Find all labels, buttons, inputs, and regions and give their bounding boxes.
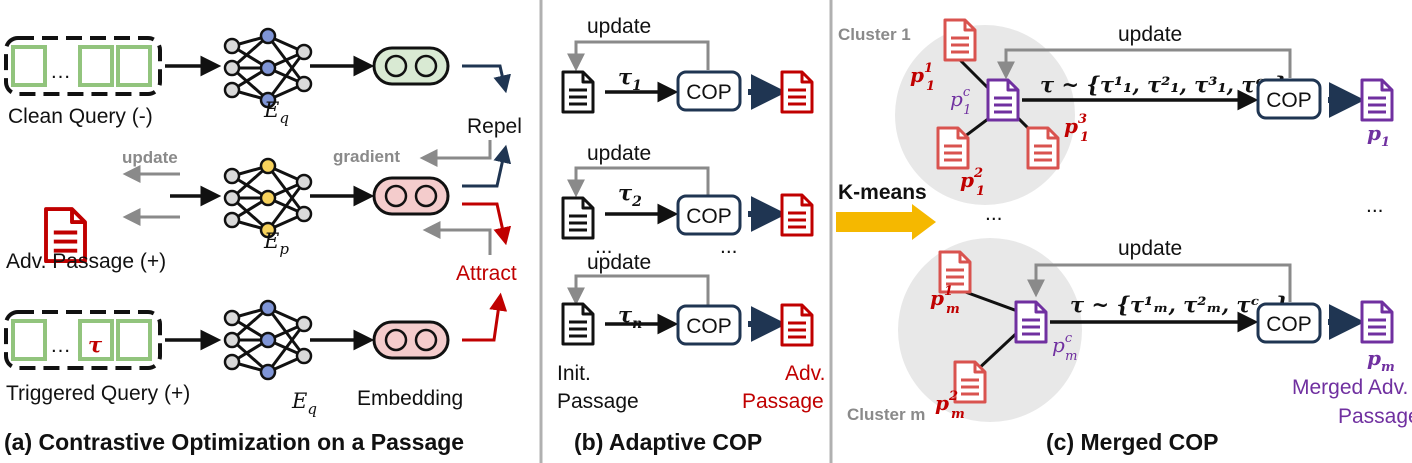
init-label-2: Passage [557, 390, 639, 413]
cop-box [676, 194, 742, 236]
cop-box [1256, 78, 1322, 120]
merged-document-icon [1360, 300, 1394, 344]
cluster-member-document-icon [936, 126, 970, 170]
cluster-member-document-icon [1026, 126, 1060, 170]
svg-text:COP: COP [686, 315, 732, 338]
adv-label-1: Adv. [785, 362, 825, 385]
cluster-1-region [895, 25, 1075, 205]
taun-label: τn [618, 302, 642, 332]
kmeans-label: K-means [838, 181, 927, 204]
init-document-icon [561, 302, 595, 346]
panel-a: … Clean Query (-) Eq [4, 27, 522, 455]
adv-document-icon [780, 303, 814, 347]
svg-text:COP: COP [1266, 313, 1312, 336]
encoder-network-icon [223, 157, 313, 239]
merged-label-2: Passage [1338, 405, 1412, 428]
cop-box [676, 304, 742, 346]
svg-text:pc1: pc1 [950, 85, 971, 118]
svg-text:...: ... [595, 235, 613, 258]
centroid-document-icon [986, 78, 1020, 122]
merged-label-1: Merged Adv. [1292, 376, 1408, 399]
adv-document-icon [780, 70, 814, 114]
caption-b: (b) Adaptive COP [574, 429, 762, 455]
init-label-1: Init. [557, 362, 591, 385]
clean-query-label: Clean Query (-) [8, 105, 153, 128]
cluster-member-document-icon [943, 18, 977, 62]
svg-text:...: ... [985, 202, 1003, 225]
svg-text:pm: pm [1367, 346, 1395, 375]
svg-text:...: ... [1366, 194, 1384, 217]
svg-text:p31: p31 [1064, 112, 1089, 145]
svg-text:…: … [50, 60, 71, 83]
svg-text:COP: COP [686, 205, 732, 228]
svg-text:p2m: p2m [935, 389, 965, 422]
triggered-query-label: Triggered Query (+) [6, 382, 190, 405]
caption-a: (a) Contrastive Optimization on a Passag… [4, 429, 464, 455]
svg-text:...: ... [720, 235, 738, 258]
attract-label: Attract [456, 262, 517, 285]
repel-label: Repel [467, 115, 522, 138]
tau2-label: τ2 [618, 180, 642, 210]
merged-document-icon [1360, 78, 1394, 122]
formula-cluster-m: τ ~ {τ¹ₘ, τ²ₘ, τᶜₘ} [1070, 292, 1288, 317]
clean-query-tokens: … [4, 36, 162, 96]
encoder-q-bottom-label: Eq [291, 389, 317, 418]
svg-text:p11: p11 [910, 61, 935, 94]
embedding-label: Embedding [357, 387, 463, 410]
update-label-cm: update [1118, 237, 1182, 260]
kmeans-arrow-icon [836, 204, 936, 240]
encoder-network-icon [223, 299, 313, 381]
adv-passage-label: Adv. Passage (+) [6, 250, 166, 273]
encoder-network-icon [223, 27, 313, 109]
embedding-pill-icon [372, 320, 450, 360]
svg-text:pcm: pcm [1052, 331, 1077, 364]
encoder-q-top-label: Eq [263, 98, 289, 127]
update-label-b2: update [587, 142, 651, 165]
formula-cluster-1: τ ~ {τ¹₁, τ²₁, τ³₁, τᶜ₁} [1040, 72, 1287, 97]
update-label-a: update [122, 148, 178, 167]
cop-box [676, 70, 742, 112]
panel-b: update τ1 COP update τ2 COP ... ... upda… [557, 15, 825, 455]
centroid-document-icon [1014, 300, 1048, 344]
svg-text:p21: p21 [960, 166, 985, 199]
svg-text:τ: τ [88, 332, 103, 357]
embedding-pill-icon [372, 176, 450, 216]
init-document-icon [561, 70, 595, 114]
svg-text:p1: p1 [1367, 121, 1390, 150]
triggered-query-tokens: … τ [4, 310, 162, 370]
cluster-m-label: Cluster m [847, 405, 925, 424]
svg-text:COP: COP [1266, 89, 1312, 112]
adv-label-2: Passage [742, 390, 824, 413]
svg-text:COP: COP [686, 81, 732, 104]
adv-document-icon [780, 193, 814, 237]
cluster-1-label: Cluster 1 [838, 25, 911, 44]
cop-box [1256, 302, 1322, 344]
init-document-icon [561, 196, 595, 240]
svg-text:…: … [50, 334, 71, 357]
update-label-bn: update [587, 251, 651, 274]
update-label-b1: update [587, 15, 651, 38]
encoder-p-label: Ep [263, 229, 289, 258]
caption-c: (c) Merged COP [1046, 429, 1219, 455]
update-label-c1: update [1118, 23, 1182, 46]
tau1-label: τ1 [618, 64, 642, 94]
gradient-label: gradient [333, 147, 400, 166]
svg-text:p1m: p1m [930, 284, 960, 317]
cluster-member-document-icon [953, 360, 987, 404]
embedding-pill-icon [372, 46, 450, 86]
